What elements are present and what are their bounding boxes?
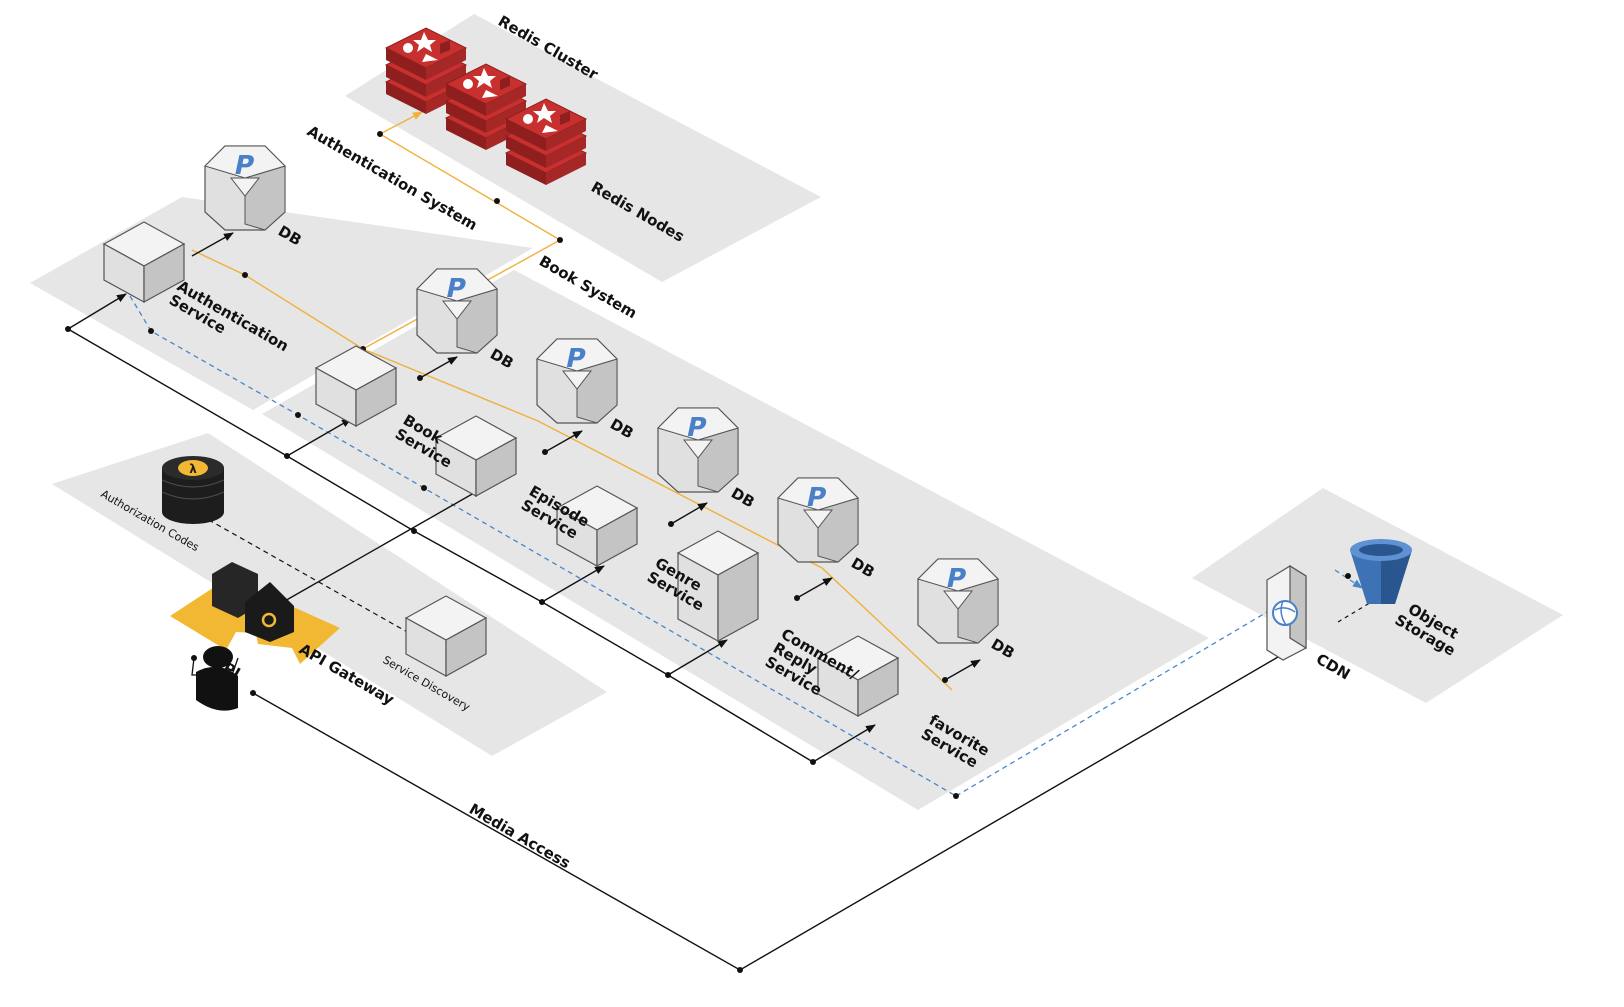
cdn-icon xyxy=(1266,564,1307,661)
book-service-cube xyxy=(314,345,398,428)
bucket-icon xyxy=(1350,539,1412,604)
redis-logo-icon xyxy=(403,43,413,53)
favorite-db: PDB xyxy=(917,558,1018,662)
redis-node-1 xyxy=(384,27,468,114)
redis-logo-icon xyxy=(523,114,533,124)
book-to-db xyxy=(419,356,458,379)
user-icon xyxy=(196,646,238,711)
api-gateway-icon xyxy=(170,562,340,664)
request-trunk-line xyxy=(67,328,814,763)
cdn-globe-icon xyxy=(1272,600,1298,626)
gateway-arrow-right xyxy=(254,600,340,664)
genre-to-db xyxy=(670,502,708,525)
zones xyxy=(30,14,1563,810)
service-discovery-cube xyxy=(404,595,488,678)
junction-dots xyxy=(65,131,1351,973)
episode-service-cube xyxy=(434,415,518,498)
discovery-to-cdn-line xyxy=(955,601,1285,797)
to-comment-service xyxy=(667,639,728,676)
to-genre-service xyxy=(541,565,605,603)
genre-service-cube xyxy=(555,485,639,568)
gateway-to-episode xyxy=(282,488,482,603)
to-favorite-service xyxy=(812,724,876,763)
episode-db: PDB xyxy=(536,338,637,442)
redis-stacks xyxy=(384,27,588,185)
redis-logo-icon xyxy=(463,79,473,89)
cdn-to-storage-line xyxy=(1334,569,1363,589)
to-book-service xyxy=(286,418,352,457)
auth-to-db xyxy=(191,232,234,257)
cache-link-line xyxy=(191,249,953,691)
genre-db: PDB xyxy=(657,407,758,511)
authentication-service-cube xyxy=(102,221,186,304)
comment-to-db xyxy=(796,577,833,599)
favorite-service-cube xyxy=(816,635,900,718)
redis-node-2 xyxy=(444,63,528,150)
lambda-icon: λ xyxy=(161,456,225,524)
lambda-glyph: λ xyxy=(189,462,197,476)
gateway-arrow-left xyxy=(170,582,274,650)
redis-node-3 xyxy=(504,98,588,185)
gateway-gear-icon xyxy=(261,612,277,628)
book-db: PDB xyxy=(416,268,517,372)
comment-reply-service-cube xyxy=(676,530,760,643)
service-cubes xyxy=(102,221,900,718)
episode-to-db xyxy=(544,430,583,453)
media-access-label: Media Access xyxy=(466,800,574,872)
favorite-to-db xyxy=(944,659,981,681)
to-auth-service xyxy=(67,293,127,330)
